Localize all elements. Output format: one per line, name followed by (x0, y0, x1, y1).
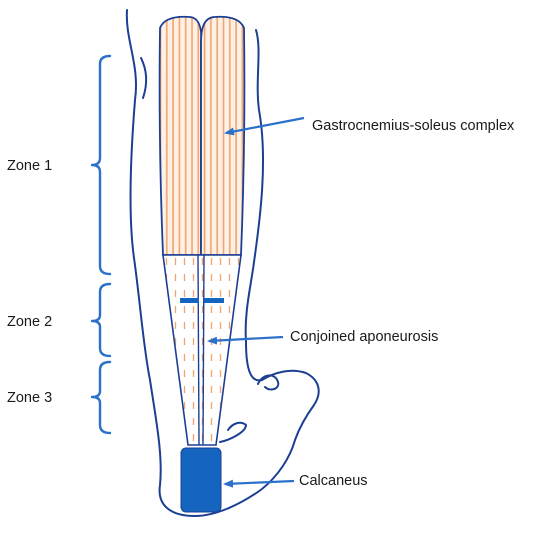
tendon-midline-left (197, 254, 200, 446)
gastrocnemius-soleus-complex (158, 15, 246, 256)
muscle-belly-right (200, 15, 246, 256)
arrow-calcaneus (223, 479, 295, 488)
leg-outline-front (125, 9, 320, 517)
zone-3-bracket (90, 360, 112, 435)
calcaneus-label: Calcaneus (299, 473, 368, 489)
tendon-body (162, 254, 242, 446)
zone-1-bracket (90, 54, 112, 276)
pointer-arrows (207, 116, 305, 488)
conjoined-aponeurosis-label: Conjoined aponeurosis (290, 329, 438, 345)
calcaneus-bone (180, 447, 222, 513)
zone-2-bracket (90, 282, 112, 358)
arrow-aponeurosis (207, 335, 284, 345)
zone-brackets (90, 54, 112, 435)
tendon-midline-right (202, 254, 205, 446)
achilles-tendon (162, 254, 242, 446)
zone-3-label: Zone 3 (7, 390, 52, 406)
aponeurosis-junction-left (180, 298, 199, 303)
gastrocnemius-soleus-label: Gastrocnemius-soleus complex (312, 118, 515, 134)
muscle-belly-left (158, 15, 203, 256)
arrow-gastrocnemius (224, 116, 305, 136)
toe-contour (257, 374, 280, 391)
leg-outline-back (140, 57, 148, 99)
aponeurosis-junction-right (204, 298, 224, 303)
leg-outline (125, 9, 320, 517)
zone-2-label: Zone 2 (7, 314, 52, 330)
ankle-contour (219, 421, 247, 443)
zone-1-label: Zone 1 (7, 158, 52, 174)
